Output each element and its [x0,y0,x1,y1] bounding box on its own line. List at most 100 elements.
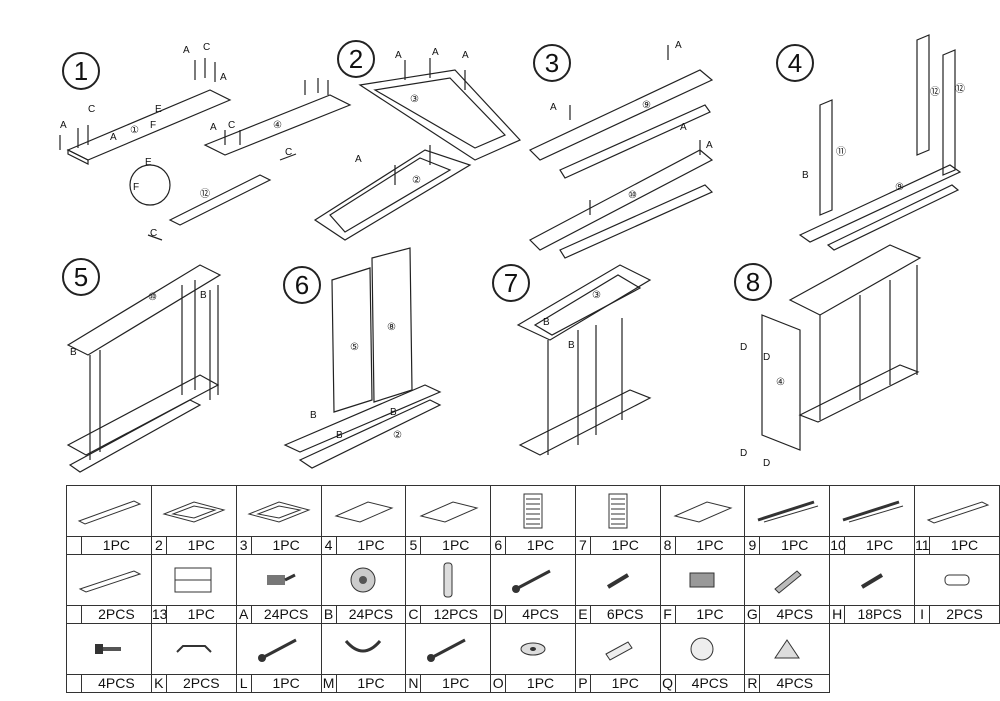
louver-door-icon [491,486,575,536]
part-quantity: 1PC [696,537,724,553]
magnet-catch-icon [661,555,745,605]
part-quantity: 1PC [611,537,639,553]
part-code: 11 [915,537,931,554]
callout: A [60,120,67,131]
callout: ③ [410,94,419,105]
callout: A [210,122,217,133]
step-label: 7 [503,267,519,298]
part-label: 2PCS [67,605,151,623]
panel-icon [661,486,745,536]
part-code: A [237,606,252,623]
strap-icon [322,624,406,674]
step-number: 1 [62,52,100,90]
part-label: 4PCS [67,674,151,692]
louver-door-icon [576,486,660,536]
step-label: 8 [745,266,761,297]
anchor-icon [576,624,660,674]
drawer-box-icon [152,555,236,605]
bolt-icon [67,624,151,674]
part-code: K [152,675,167,692]
step-label: 3 [544,47,560,78]
callout: ⑫ [200,188,210,200]
callout: ⑪ [836,146,846,158]
part-quantity: 2PCS [946,606,983,622]
part-quantity: 6PCS [606,606,644,622]
callout: ③ [592,290,601,301]
part-quantity: 1PC [950,537,979,553]
part-cell: 3 1PC [235,485,322,555]
step-number: 3 [533,44,571,82]
part-code [67,606,82,623]
callout: ⑤ [350,342,359,353]
part-code: 3 [237,537,252,554]
panel-icon [406,486,490,536]
part-code: D [491,606,507,623]
callout: F [150,120,156,131]
part-code: E [576,606,591,623]
screw-icon [491,555,575,605]
assembly-diagram: A C C A C A A E F E F C ① ④ ⑫ C A A A A … [59,34,965,473]
part-quantity: 1PC [357,675,385,691]
part-label: G 4PCS [745,605,830,623]
part-code: G [745,606,761,623]
part-quantity: 1PC [442,675,470,691]
callout: A [680,122,687,133]
frame-icon [237,486,321,536]
part-quantity: 1PC [272,537,300,553]
board-icon [915,486,999,536]
part-cell: G 4PCS [744,554,831,624]
callout: A [183,45,190,56]
callout: A [220,72,227,83]
callout: ④ [273,120,282,131]
callout: A [395,50,402,61]
part-code: P [576,675,591,692]
long-panel-icon [67,486,151,536]
part-cell: N 1PC [405,623,492,693]
part-code [67,537,82,554]
part-code: N [406,675,422,692]
step-label: 6 [294,269,310,300]
callout: C [285,147,292,158]
part-quantity: 1PC [781,537,809,553]
part-quantity: 4PCS [98,675,135,691]
panel-icon [322,486,406,536]
part-quantity: 24PCS [348,606,394,622]
callout: C [150,228,157,239]
part-code: I [915,606,931,623]
callout: E [145,157,152,168]
part-label: 3 1PC [236,536,321,554]
frame-icon [152,486,236,536]
handle-icon [152,624,236,674]
part-quantity: 4PCS [776,606,814,622]
callout: B [70,347,77,358]
part-quantity: 1PC [442,537,470,553]
callout: ② [393,430,402,441]
rail-icon [745,486,829,536]
part-code: H [830,606,846,623]
step-number: 6 [283,266,321,304]
step5-drawing [66,264,222,473]
washer-icon [491,624,575,674]
part-code: Q [661,675,676,692]
callout: C [203,42,210,53]
